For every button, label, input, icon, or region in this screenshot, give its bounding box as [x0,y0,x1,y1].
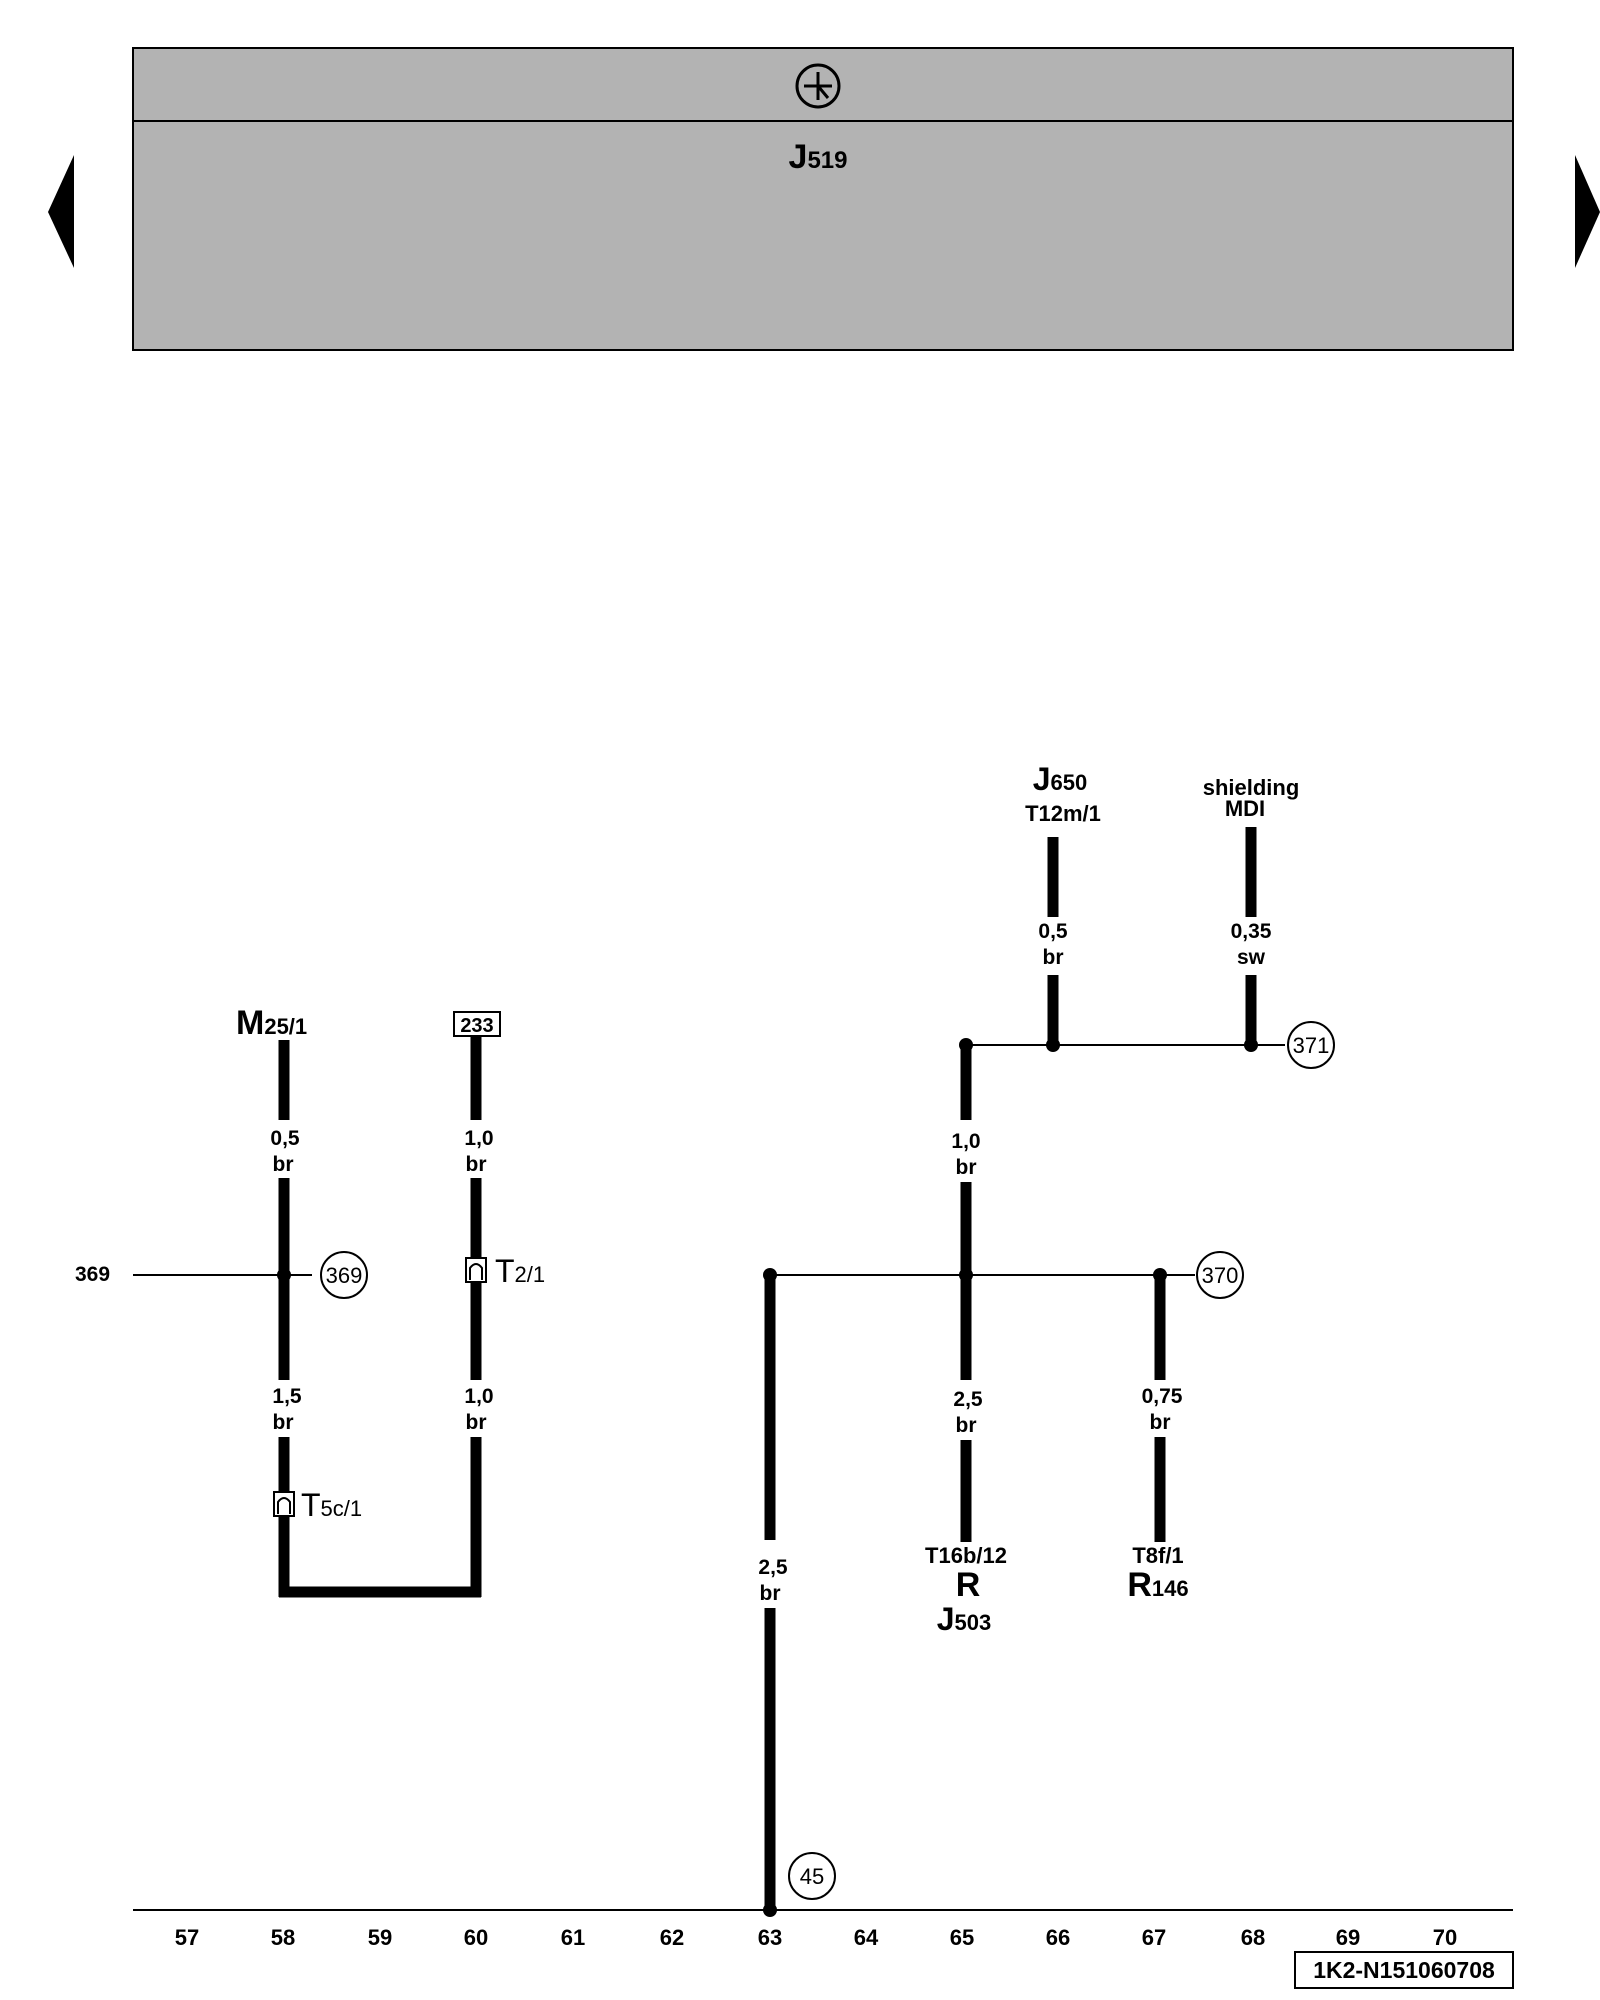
wire-col65-lower-size: 2,5 [953,1388,983,1411]
ref-370-circle[interactable] [1196,1251,1244,1299]
box-233 [453,1011,501,1037]
wire-col68-size: 0,35 [1231,920,1272,943]
scale-label: 59 [368,1925,392,1950]
wire-col60-lower-size: 1,0 [464,1385,493,1408]
m25-label: M25/1 [236,1004,307,1042]
scale-label: 69 [1336,1925,1360,1950]
previous-page-arrow[interactable] [48,155,74,268]
j650-label: J650 [1033,761,1088,797]
ref-369-left-label: 369 [75,1263,110,1286]
diagram-code-box [1294,1951,1514,1989]
wire-col65-lower-color: br [956,1414,977,1437]
ref-369-circle[interactable] [320,1251,368,1299]
scale-label: 67 [1142,1925,1166,1950]
scale-label: 60 [464,1925,488,1950]
wire-col63-size: 2,5 [758,1556,788,1579]
scale-label: 57 [175,1925,199,1950]
junction-node [277,1268,291,1282]
scale-label: 65 [950,1925,974,1950]
wire-col68-color: sw [1237,946,1266,969]
next-page-arrow[interactable] [1575,155,1600,268]
column-scale: 57 58 59 60 61 62 63 64 65 66 67 68 69 7… [175,1925,1457,1950]
ref-371-circle[interactable] [1287,1021,1335,1069]
connector-t2-label: T2/1 [495,1253,545,1289]
wire-col67-size: 0,75 [1142,1385,1183,1408]
wire-col66-size: 0,5 [1038,920,1068,943]
wire-col58-lower-size: 1,5 [272,1385,302,1408]
header-component-label: J519 [789,138,848,176]
wire-col65-size: 1,0 [951,1130,980,1153]
ref-45-circle[interactable] [788,1852,836,1900]
ref-369-label: 369 [326,1263,363,1288]
wire-col60-size: 1,0 [464,1127,493,1150]
wire-col66-color: br [1043,946,1064,969]
wire-col65-color: br [956,1156,977,1179]
wire-col60-color: br [466,1153,487,1176]
ref-371-label: 371 [1293,1033,1330,1058]
junction-node [1244,1038,1258,1052]
scale-label: 66 [1046,1925,1070,1950]
header-box [132,47,1514,351]
shielding-label: shielding [1203,775,1300,800]
diagram-code-label: 1K2-N151060708 [1313,1957,1495,1983]
ground-symbol-icon [795,63,841,109]
scale-label: 63 [758,1925,782,1950]
scale-label: 61 [561,1925,585,1950]
wire-col60-lower-color: br [466,1411,487,1434]
shielding-mdi-label: MDI [1225,796,1265,821]
r146-label: R146 [1127,1566,1188,1604]
scale-label: 58 [271,1925,295,1950]
j503-r-label: R [956,1566,981,1604]
scale-label: 70 [1433,1925,1457,1950]
wire-col67-color: br [1150,1411,1171,1434]
box-233-label: 233 [460,1015,493,1037]
j503-pin-label: T16b/12 [925,1543,1007,1568]
junction-node [1046,1038,1060,1052]
wire-col58-lower-color: br [273,1411,294,1434]
connector-t2-arrow [469,1263,483,1280]
j503-label: J503 [937,1601,992,1637]
scale-label: 68 [1241,1925,1265,1950]
wire-col58-color: br [273,1153,294,1176]
scale-label: 64 [854,1925,879,1950]
connector-t5c-arrow [277,1497,291,1514]
ref-370-label: 370 [1202,1263,1239,1288]
j650-pin-label: T12m/1 [1025,801,1101,826]
connector-t5c-label: T5c/1 [301,1487,362,1523]
ref-45-label: 45 [800,1864,824,1889]
control-unit-header: J519 [132,47,1514,351]
scale-label: 62 [660,1925,684,1950]
r146-pin-label: T8f/1 [1132,1543,1183,1568]
wire-col63-color: br [760,1582,781,1605]
wire-col58-size: 0,5 [270,1127,300,1150]
